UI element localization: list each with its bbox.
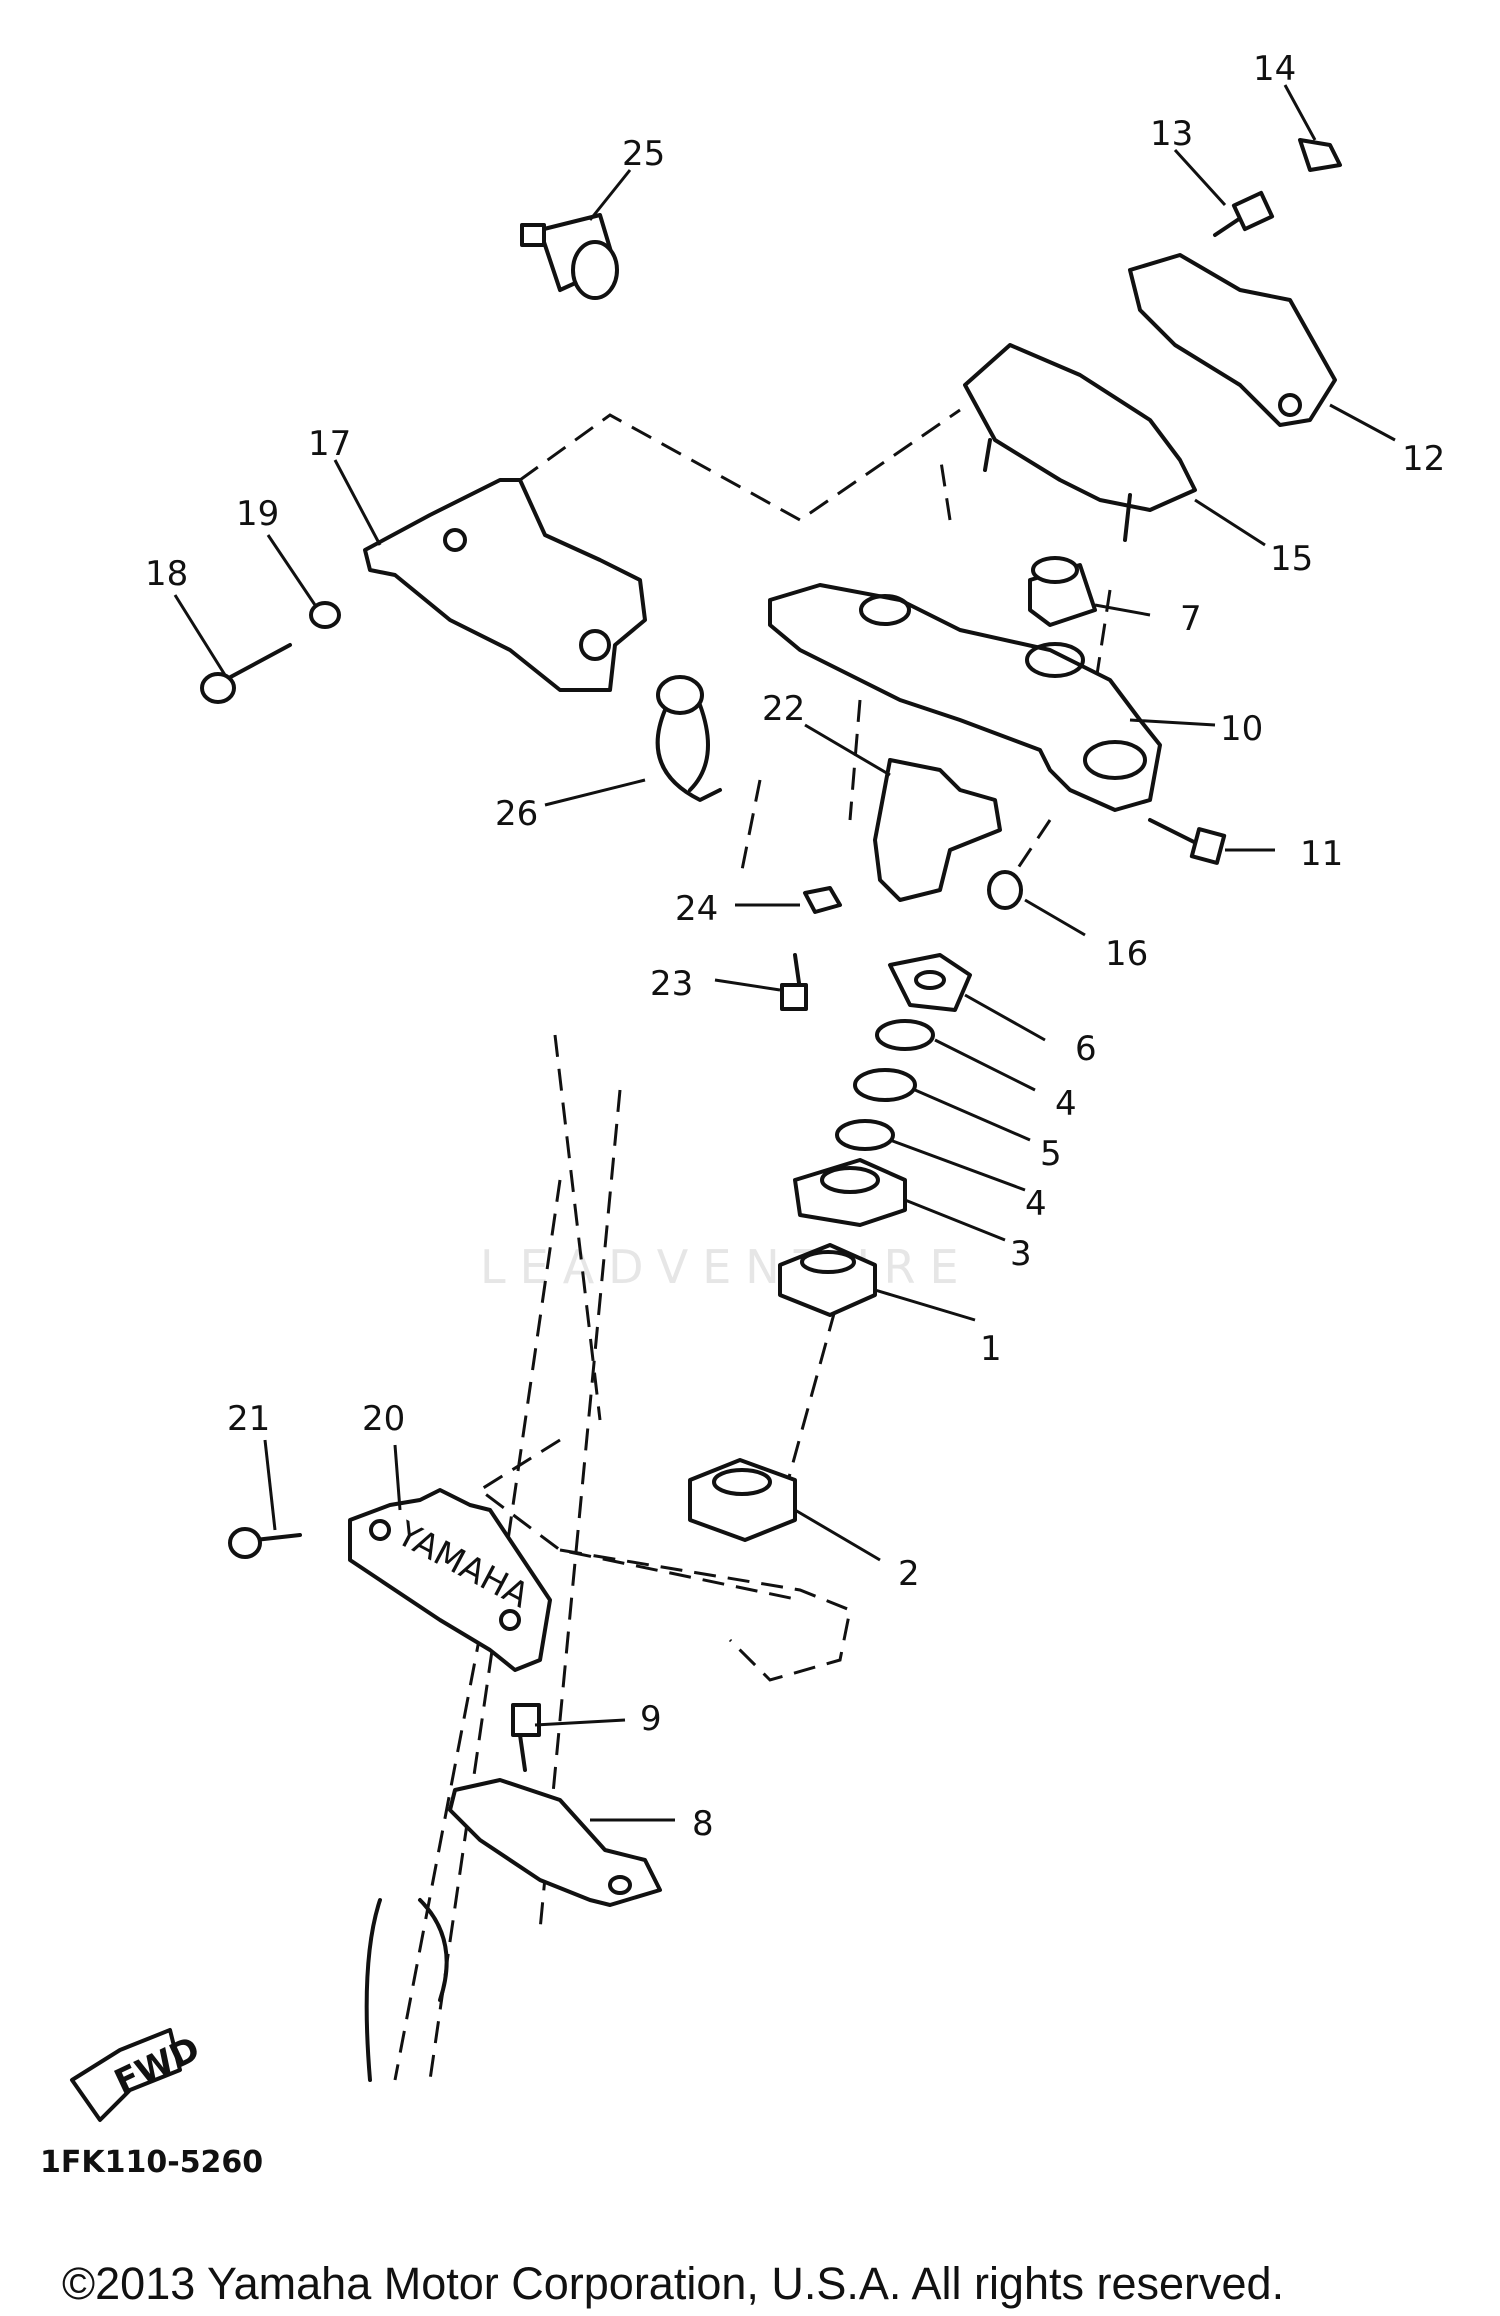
part-18-long-bolt	[200, 643, 292, 704]
part-1-bearing	[778, 1243, 877, 1317]
part-14-nut	[1298, 138, 1342, 172]
callout-13: 13	[1150, 114, 1193, 154]
callout-numbers: 25 14 13 12 15 17 19 18 7 10 22 26 11 24…	[145, 49, 1445, 1844]
part-17-meter-bracket	[363, 478, 647, 692]
part-7-cap-nut	[1028, 556, 1097, 627]
callout-8: 8	[692, 1804, 714, 1844]
part-24-nut	[803, 886, 842, 914]
part-12-handle-holder	[1128, 253, 1337, 427]
part-5-washer	[853, 1068, 917, 1102]
part-11-bolt	[1148, 818, 1227, 865]
callout-1: 1	[980, 1329, 1002, 1369]
part-23-bolt	[780, 953, 808, 1011]
watermark-text: LEADVENTURE	[480, 1240, 973, 1294]
callout-22: 22	[762, 689, 805, 729]
callout-12: 12	[1402, 439, 1445, 479]
part-15-lower-holder	[963, 343, 1197, 542]
part-22-bracket	[873, 758, 1002, 902]
part-4-ring-nut-lower	[835, 1119, 895, 1151]
part-9-bolt	[511, 1703, 541, 1772]
callout-3: 3	[1010, 1234, 1032, 1274]
callout-14: 14	[1253, 49, 1296, 89]
callout-20: 20	[362, 1399, 405, 1439]
leader-lines	[173, 84, 1396, 1822]
callout-16: 16	[1105, 934, 1148, 974]
copyright-notice: ©2013 Yamaha Motor Corporation, U.S.A. A…	[62, 2258, 1285, 2309]
part-19-washer	[309, 601, 341, 629]
callout-9: 9	[640, 1699, 662, 1739]
callout-19: 19	[236, 494, 279, 534]
callout-26: 26	[495, 794, 538, 834]
callout-7: 7	[1180, 599, 1202, 639]
callout-18: 18	[145, 554, 188, 594]
part-6-lock-washer	[888, 953, 972, 1012]
callout-11: 11	[1300, 834, 1343, 874]
callout-25: 25	[622, 134, 665, 174]
part-26-wire-clamp	[655, 675, 722, 802]
part-3-bearing-cover	[793, 1158, 907, 1227]
part-16-collar	[987, 870, 1023, 910]
part-13-bolt	[1213, 190, 1275, 237]
part-4-ring-nut-upper	[875, 1019, 935, 1051]
part-8-lower-clamp	[448, 1778, 662, 1907]
callout-4-upper: 4	[1055, 1084, 1077, 1124]
callout-15: 15	[1270, 539, 1313, 579]
part-20-lower-bracket: YAMAHA	[348, 1488, 552, 1672]
part-21-bolt	[228, 1527, 302, 1559]
callout-5: 5	[1040, 1134, 1062, 1174]
callout-10: 10	[1220, 709, 1263, 749]
callout-23: 23	[650, 964, 693, 1004]
callout-4-lower: 4	[1025, 1184, 1047, 1224]
diagram-code: 1FK110-5260	[40, 2145, 264, 2180]
part-10-upper-bracket	[768, 583, 1162, 812]
part-2-lower-bearing	[688, 1458, 797, 1542]
callout-2: 2	[898, 1554, 920, 1594]
part-25-rubber-mount	[520, 213, 619, 300]
callout-21: 21	[227, 1399, 270, 1439]
callout-6: 6	[1075, 1029, 1097, 1069]
forward-arrow-icon: FWD	[70, 2028, 206, 2122]
callout-17: 17	[308, 424, 351, 464]
callout-24: 24	[675, 889, 718, 929]
